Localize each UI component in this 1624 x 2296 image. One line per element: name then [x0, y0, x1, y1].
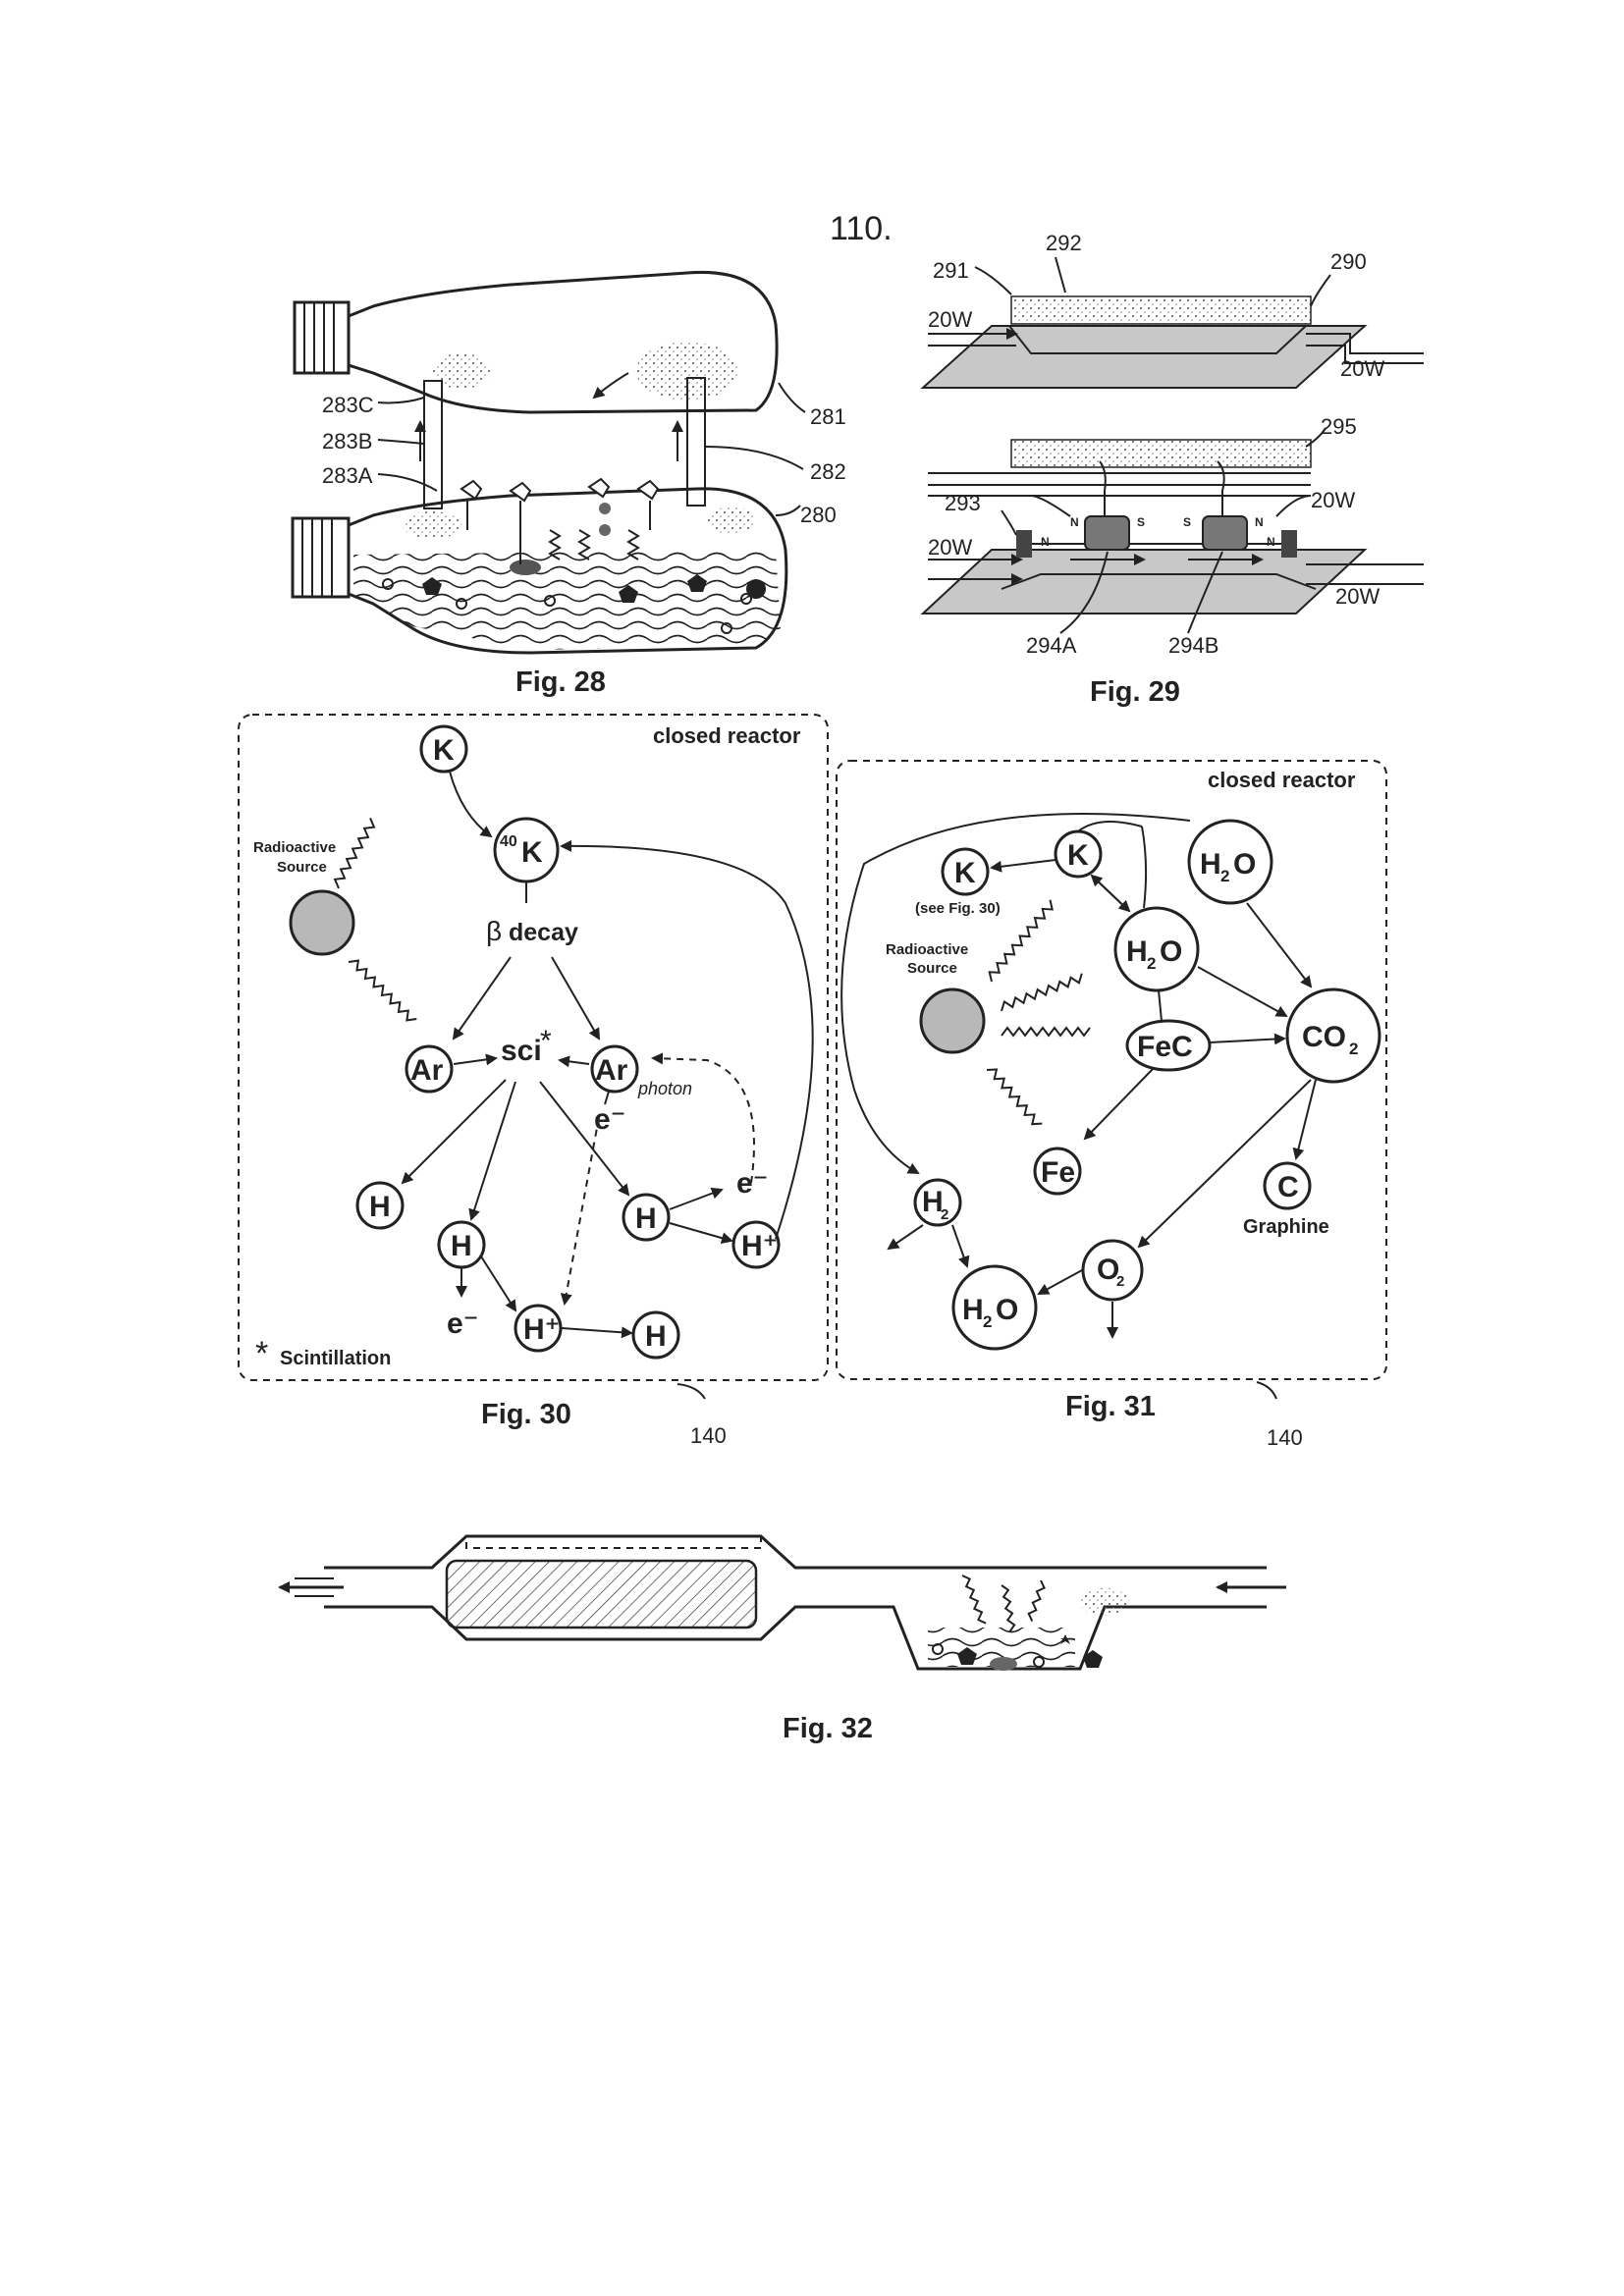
fig29-label-290: 290	[1330, 249, 1367, 274]
fig30-e-minus-3: e⁻	[447, 1308, 479, 1340]
fig32-diagram	[280, 1536, 1286, 1671]
fig29-label-20W-e: 20W	[1335, 584, 1380, 609]
fig30-beta-symbol: β	[486, 916, 502, 946]
fig30-e-minus-1: e⁻	[594, 1103, 626, 1136]
fig29-magnet-S-1: S	[1137, 515, 1145, 529]
fig31-node-H2-2: 2	[941, 1206, 948, 1223]
fig30-beta-word: decay	[509, 919, 578, 946]
fig28-caption: Fig. 28	[515, 667, 606, 698]
fig30-diagram	[291, 726, 813, 1358]
fig31-node-H2O-top-H: H	[1200, 848, 1221, 881]
coil-294B	[1203, 516, 1247, 550]
fig28-label-282: 282	[810, 459, 846, 484]
fig29-label-295: 295	[1321, 414, 1357, 439]
fig30-footnote: Scintillation	[280, 1348, 391, 1369]
page-number: 110.	[830, 210, 893, 247]
fig30-node-K40: K	[521, 836, 543, 869]
fig30-node-sci: sci	[501, 1035, 542, 1067]
fig29-caption: Fig. 29	[1090, 676, 1180, 708]
fig31-node-H2O-mid-O: O	[1160, 935, 1182, 968]
fig30-radioactive-line2: Source	[277, 859, 327, 876]
fig32-caption: Fig. 32	[783, 1713, 873, 1744]
fig30-node-H-3: H	[635, 1202, 657, 1235]
fig28-label-283B: 283B	[322, 429, 372, 454]
fig30-e-minus-2: e⁻	[736, 1167, 769, 1200]
fig30-node-Ar-left: Ar	[410, 1054, 444, 1087]
fig30-ref-140: 140	[690, 1423, 727, 1448]
fig29-label-20W-c: 20W	[1311, 488, 1355, 512]
fig30-node-H-2: H	[451, 1230, 472, 1262]
fig29-magnet-N-4: N	[1267, 535, 1275, 549]
fig30-node-star: *	[540, 1025, 552, 1057]
upper-bottle-cap	[295, 302, 349, 373]
fig29-label-294A: 294A	[1026, 633, 1077, 658]
fig30-footnote-star: *	[255, 1335, 268, 1372]
fig29-label-292: 292	[1046, 231, 1082, 255]
fig30-node-Hplus-2: H⁺	[523, 1313, 561, 1346]
fig30-caption: Fig. 30	[481, 1399, 571, 1430]
fig29-magnet-N-3: N	[1255, 515, 1264, 529]
fig31-node-FeC: FeC	[1137, 1031, 1193, 1063]
fig31-ref-140: 140	[1267, 1425, 1303, 1450]
fig31-node-CO2-2: 2	[1349, 1040, 1358, 1058]
fig31-caption: Fig. 31	[1065, 1391, 1156, 1422]
fig29-label-20W-d: 20W	[928, 535, 972, 560]
fig30-node-K: K	[433, 734, 455, 767]
fig28-label-283C: 283C	[322, 393, 374, 417]
fig29-label-20W-b: 20W	[1340, 356, 1384, 381]
membrane-292	[1011, 296, 1311, 324]
fig31-node-H2O-bottom-H: H	[962, 1294, 984, 1326]
lower-liquid	[353, 550, 781, 650]
fig31-node-K-top: K	[1067, 839, 1089, 872]
fig31-node-K-left: K	[954, 857, 976, 889]
fig29-label-294B: 294B	[1168, 633, 1218, 658]
fig30-title: closed reactor	[653, 723, 801, 748]
lower-bottle-cap	[293, 518, 349, 597]
fig31-node-H2O-bottom-O: O	[996, 1294, 1018, 1326]
base-plate-top	[923, 326, 1365, 388]
fig31-title: closed reactor	[1208, 768, 1356, 792]
fig30-node-Hplus-1: H⁺	[741, 1230, 779, 1262]
fig29-magnet-N-1: N	[1041, 535, 1050, 549]
fig31-node-C: C	[1277, 1171, 1299, 1203]
fig31-graphine: Graphine	[1243, 1216, 1329, 1238]
fig28-label-281: 281	[810, 404, 846, 429]
fig31-node-H2O-bottom-2: 2	[983, 1312, 992, 1331]
fig29-magnet-S-2: S	[1183, 515, 1191, 529]
fig29-label-291: 291	[933, 258, 969, 283]
fig29-label-293: 293	[945, 491, 981, 515]
membrane-295	[1011, 440, 1311, 467]
filter-bed	[447, 1561, 756, 1628]
fig31-node-O2-2: 2	[1116, 1273, 1124, 1290]
fig29-magnet-N-2: N	[1070, 515, 1079, 529]
fig28-label-283A: 283A	[322, 463, 373, 488]
fig29-label-20W-a: 20W	[928, 307, 972, 332]
fig31-node-H2O-top-O: O	[1233, 848, 1256, 881]
fig31-node-CO2-CO: CO	[1302, 1021, 1346, 1053]
fig30-node-H-4: H	[645, 1320, 667, 1353]
fig30-photon: photon	[637, 1079, 692, 1098]
fig28-label-280: 280	[800, 503, 837, 527]
fig30-node-H-1: H	[369, 1191, 391, 1223]
fig31-see-fig30: (see Fig. 30)	[915, 900, 1001, 917]
fig31-node-H2O-mid-H: H	[1126, 935, 1148, 968]
fig30-node-Ar-right: Ar	[595, 1054, 628, 1087]
fig29-diagram	[923, 257, 1424, 633]
fig30-radioactive-line1: Radioactive	[253, 839, 336, 856]
fig31-radioactive-line1: Radioactive	[886, 941, 968, 958]
fig31-node-H2O-top-2: 2	[1220, 867, 1229, 885]
fig30-node-K40-sup: 40	[500, 833, 517, 850]
fig31-node-Fe: Fe	[1041, 1156, 1075, 1189]
fig31-node-H2O-mid-2: 2	[1147, 954, 1156, 973]
coil-294A	[1085, 516, 1129, 550]
fig31-radioactive-line2: Source	[907, 960, 957, 977]
